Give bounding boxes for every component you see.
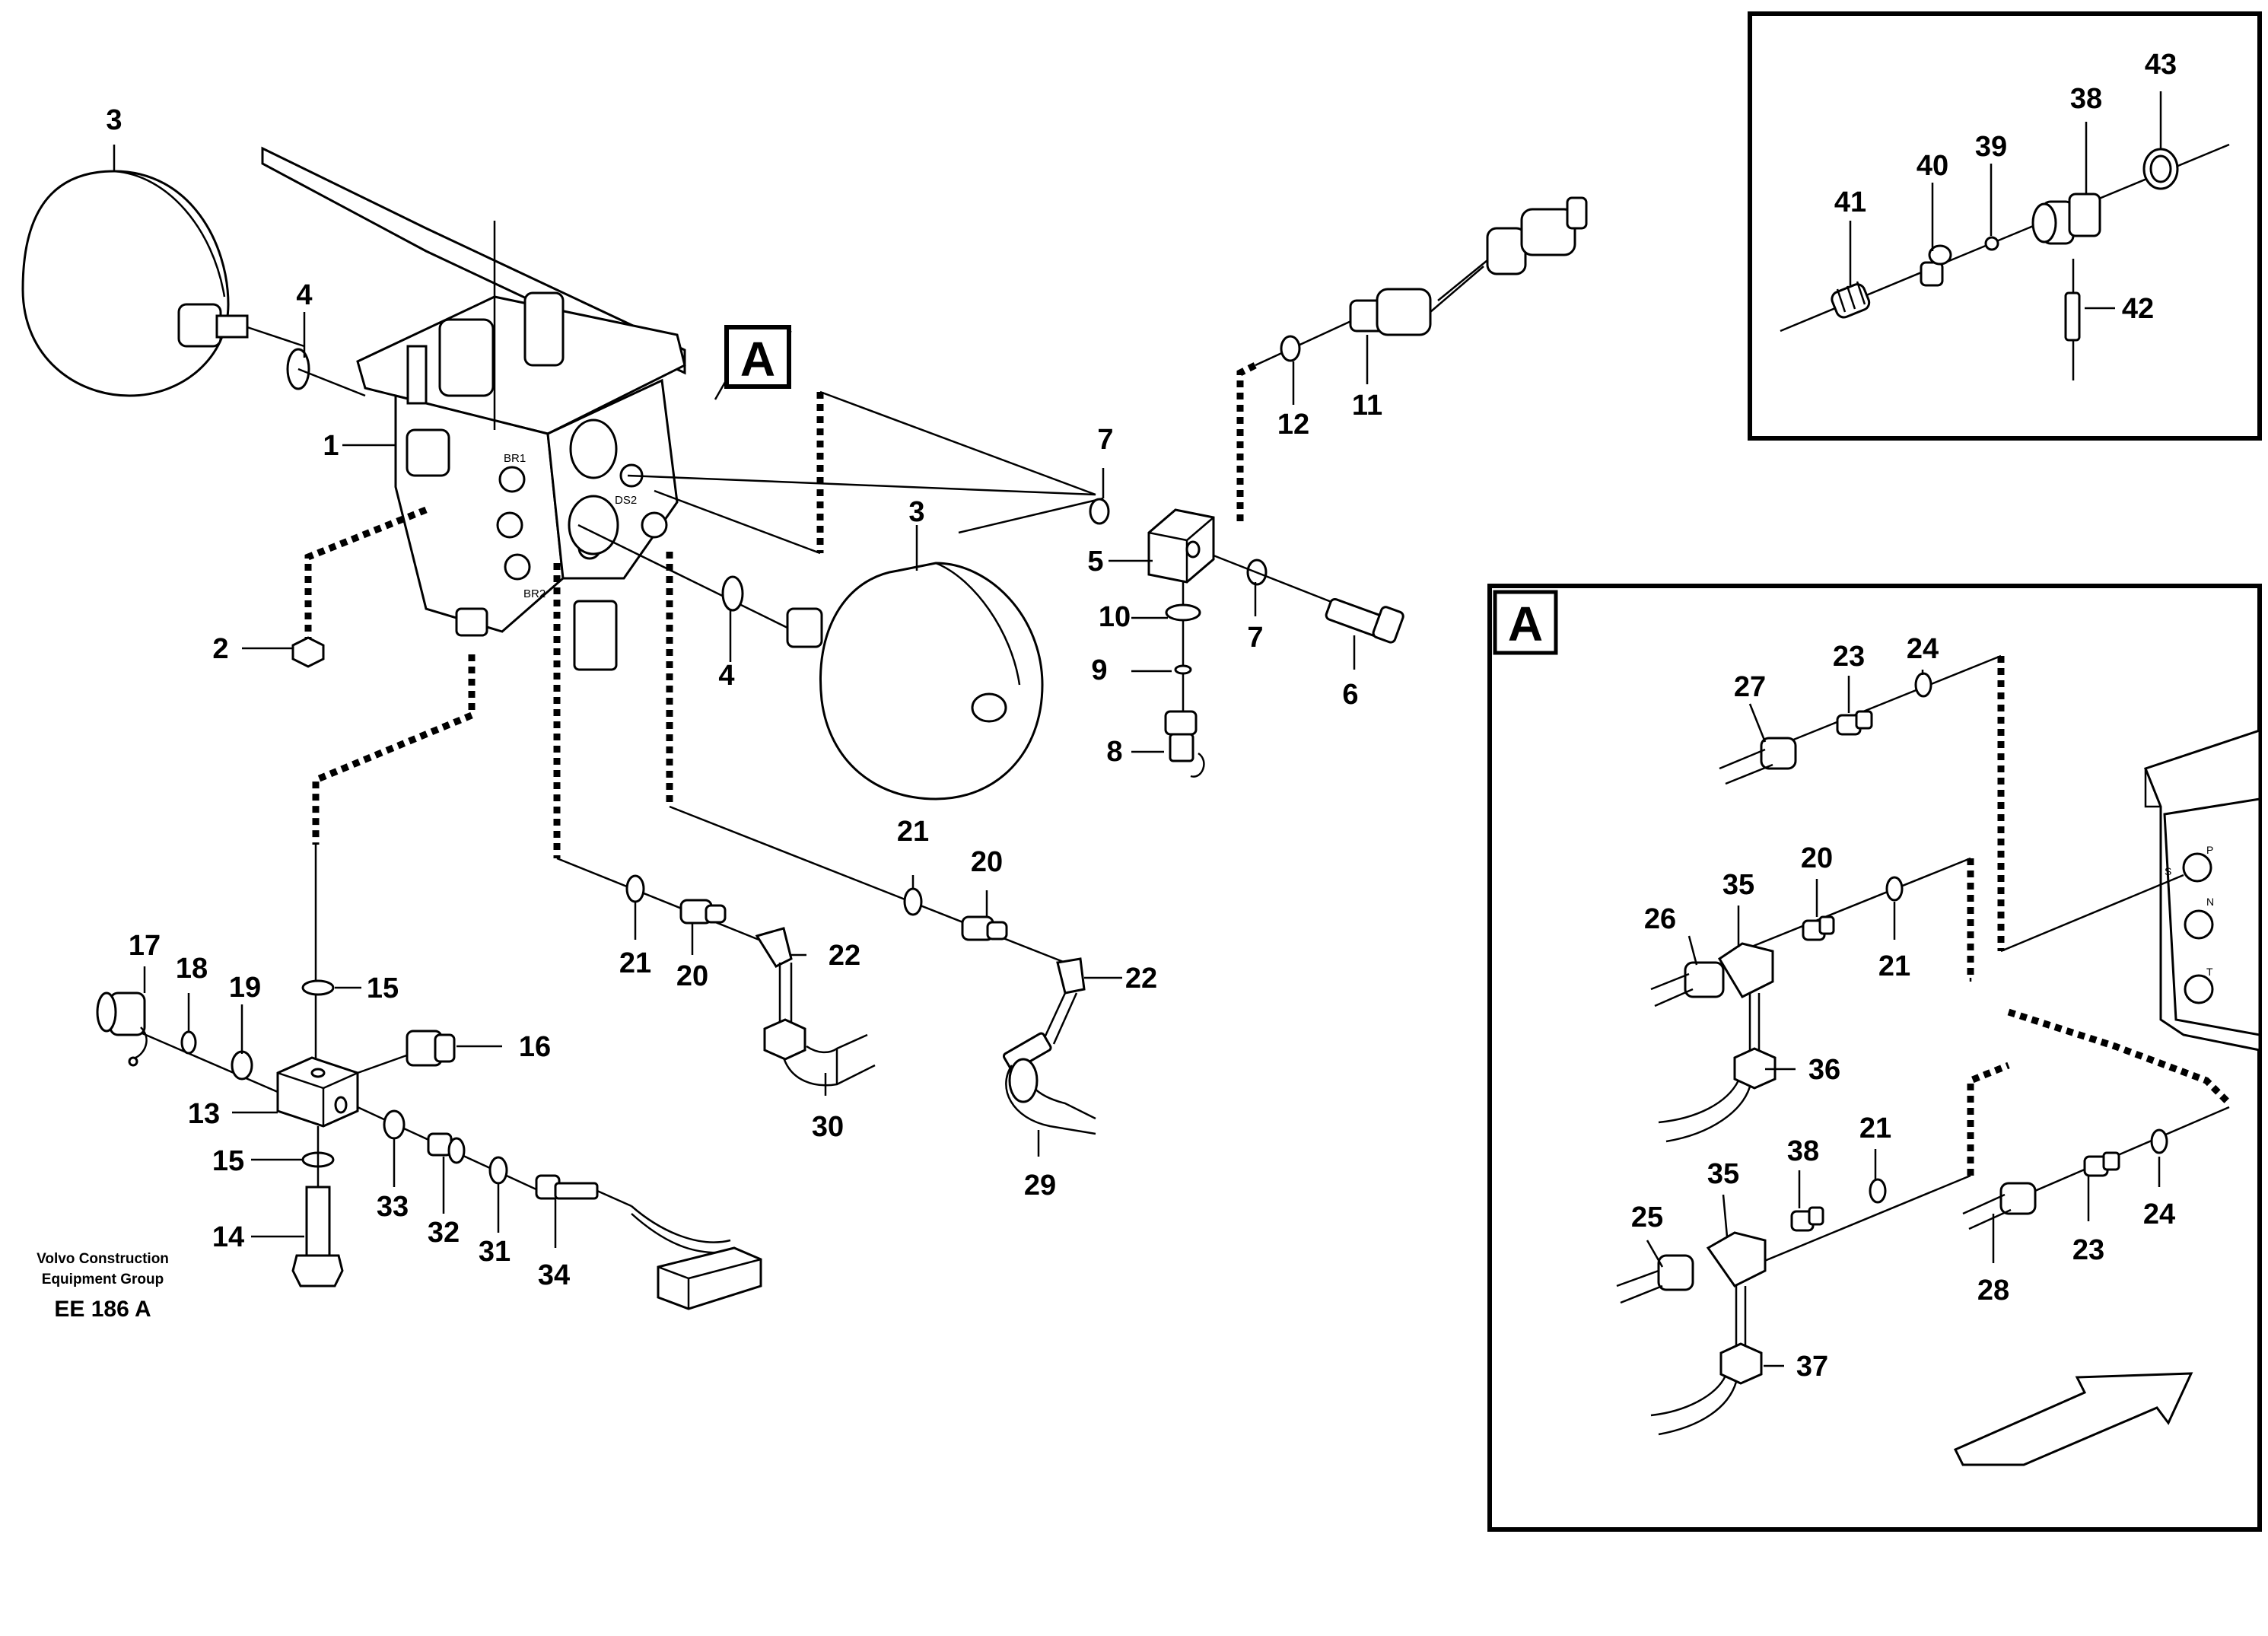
detail-callout-21b: 21 <box>1859 1112 1891 1144</box>
tee-block-13 <box>96 979 762 1310</box>
callout-16: 16 <box>519 1031 551 1063</box>
callout-22a: 22 <box>829 940 860 972</box>
callout-18: 18 <box>176 953 208 985</box>
callout-19: 19 <box>229 972 261 1004</box>
callout-33: 33 <box>377 1191 409 1223</box>
callout-9: 9 <box>1091 654 1107 686</box>
callout-13: 13 <box>188 1098 220 1130</box>
callout-4b: 4 <box>718 660 734 692</box>
callout-21b: 21 <box>897 816 929 848</box>
detail-a-letter: A <box>1508 597 1543 651</box>
detail-callout-27: 27 <box>1734 671 1766 703</box>
port-label-t: T <box>2206 966 2213 978</box>
inset-callout-41: 41 <box>1834 186 1866 218</box>
port-label-ds2: DS2 <box>615 494 637 507</box>
credit-line-1: Volvo Construction <box>37 1251 169 1267</box>
port-label-br1: BR1 <box>504 452 526 465</box>
inset-callout-40: 40 <box>1917 150 1948 182</box>
callout-3b: 3 <box>908 496 924 528</box>
callout-21a: 21 <box>619 947 651 979</box>
callout-3a: 3 <box>106 104 122 136</box>
inset-callout-42: 42 <box>2122 293 2154 325</box>
accumulator-center <box>577 524 1044 800</box>
inset-callout-43: 43 <box>2145 49 2177 81</box>
inset-top-right: 41 40 39 38 42 43 <box>1748 11 2262 441</box>
detail-a-marker-letter: A <box>740 332 775 387</box>
callout-7a: 7 <box>1097 424 1113 456</box>
callout-22b: 22 <box>1125 963 1157 995</box>
detail-callout-23b: 23 <box>2072 1234 2104 1266</box>
callout-20b: 20 <box>971 846 1003 878</box>
inset-callout-39: 39 <box>1975 131 2007 163</box>
detail-callout-35a: 35 <box>1722 869 1754 901</box>
callout-32: 32 <box>428 1217 460 1249</box>
detail-callout-36: 36 <box>1808 1054 1840 1086</box>
detail-callout-28: 28 <box>1977 1275 2009 1307</box>
detail-callout-24b: 24 <box>2143 1198 2175 1230</box>
accumulator-top-left <box>21 170 366 397</box>
detail-callout-38: 38 <box>1787 1135 1819 1167</box>
brake-valve-body: BR1 BR2 DS2 <box>261 146 686 671</box>
detail-a-marker: A <box>724 325 791 389</box>
callout-10: 10 <box>1099 601 1131 633</box>
main-assembly: BR1 BR2 DS2 <box>21 104 1588 1322</box>
tee-block-5 <box>1089 196 1588 778</box>
callout-20a: 20 <box>676 960 708 992</box>
inset-callout-38: 38 <box>2070 83 2102 115</box>
port-label-n: N <box>2206 896 2214 908</box>
callout-14: 14 <box>212 1221 244 1253</box>
detail-callout-35b: 35 <box>1707 1158 1739 1190</box>
detail-callout-37: 37 <box>1796 1351 1828 1383</box>
callout-15a: 15 <box>367 972 399 1004</box>
callout-1: 1 <box>323 430 339 462</box>
detail-callout-26: 26 <box>1644 903 1676 935</box>
detail-a-view: A P S N T <box>1487 584 2262 1532</box>
callout-30: 30 <box>812 1111 844 1143</box>
callout-15b: 15 <box>212 1145 244 1177</box>
port-label-p: P <box>2206 844 2213 856</box>
callout-7b: 7 <box>1247 622 1263 654</box>
detail-callout-25: 25 <box>1631 1202 1663 1233</box>
callout-31: 31 <box>479 1236 511 1268</box>
main-callouts: 3 4 1 2 4 3 7 5 7 6 10 9 8 12 11 21 20 2… <box>106 104 1382 1291</box>
credit-line-2: Equipment Group <box>42 1272 164 1287</box>
callout-2: 2 <box>212 633 228 665</box>
callout-4a: 4 <box>296 279 312 311</box>
callout-34: 34 <box>538 1259 570 1291</box>
callout-5: 5 <box>1087 546 1103 578</box>
callout-29: 29 <box>1024 1170 1056 1202</box>
callout-17: 17 <box>129 930 161 962</box>
fittings-left-line <box>625 874 876 1087</box>
port-label-br2: BR2 <box>523 587 546 600</box>
detail-callout-21a: 21 <box>1878 950 1910 982</box>
detail-callout-23a: 23 <box>1833 641 1865 673</box>
fittings-right-line <box>903 887 1096 1135</box>
detail-callout-20: 20 <box>1801 842 1833 874</box>
callout-8: 8 <box>1106 736 1122 768</box>
port-label-s: S <box>2165 865 2171 877</box>
detail-callout-24a: 24 <box>1907 633 1939 665</box>
callout-11: 11 <box>1352 390 1382 422</box>
callout-12: 12 <box>1277 409 1309 441</box>
drawing-code: EE 186 A <box>54 1297 151 1322</box>
leader-lines <box>113 145 1369 1248</box>
callout-6: 6 <box>1342 679 1358 711</box>
